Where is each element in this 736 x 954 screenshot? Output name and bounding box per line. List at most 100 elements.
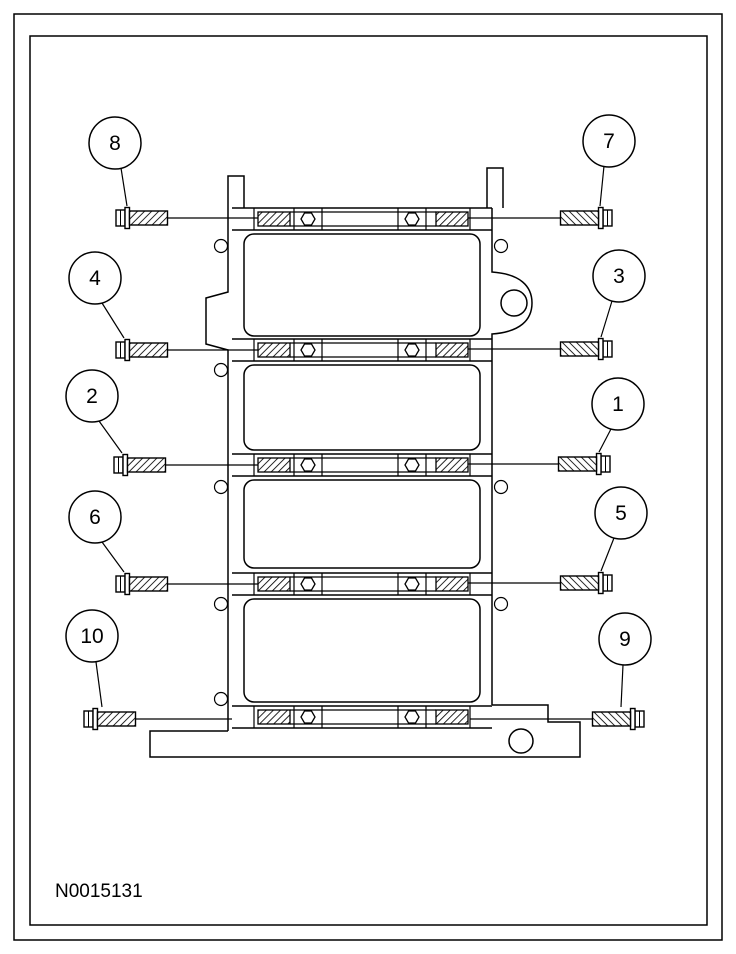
bolt-hole — [213, 691, 229, 707]
bolt-3 — [559, 337, 613, 361]
callout-leader — [598, 428, 612, 453]
callout-leader — [98, 420, 123, 454]
right-rail-edge — [491, 208, 533, 705]
outer-border — [13, 13, 723, 941]
bay-opening-3 — [243, 479, 481, 569]
callout-number: 4 — [89, 267, 101, 290]
hex-nut-icon — [404, 458, 420, 472]
inner-border — [29, 35, 708, 926]
figure-code: N0015131 — [55, 881, 143, 902]
hex-nut-icon — [300, 212, 316, 226]
callout-5: 5 — [594, 486, 648, 572]
callout-6: 6 — [68, 490, 125, 573]
callout-number: 2 — [86, 385, 98, 408]
callout-1: 1 — [591, 377, 645, 453]
callout-number: 8 — [109, 132, 121, 155]
callout-9: 9 — [598, 612, 652, 708]
hex-nut-icon — [404, 577, 420, 591]
callout-4: 4 — [68, 251, 125, 339]
callout-7: 7 — [582, 114, 636, 207]
hex-nut-icon — [300, 577, 316, 591]
callout-leader — [620, 664, 624, 708]
callout-circle — [592, 249, 646, 303]
callout-circle — [68, 251, 122, 305]
callout-number: 3 — [613, 265, 625, 288]
callout-leader — [101, 541, 125, 573]
bolt-hole — [213, 362, 229, 378]
cross-member-2 — [232, 338, 492, 362]
callout-circle — [598, 612, 652, 666]
callout-8: 8 — [88, 116, 142, 207]
bay-opening-4 — [243, 598, 481, 703]
bearing-hatch — [257, 576, 291, 592]
hex-nut-icon — [404, 710, 420, 724]
callout-3: 3 — [592, 249, 646, 338]
bay-opening-1 — [243, 233, 481, 337]
callout-number: 10 — [80, 625, 103, 648]
callout-circle — [591, 377, 645, 431]
bay-opening-2 — [243, 364, 481, 451]
callout-number: 9 — [619, 628, 631, 651]
callout-leader — [101, 302, 125, 339]
top-right-stub — [486, 167, 504, 208]
callout-leader — [600, 537, 615, 572]
bolt-hole — [213, 238, 229, 254]
callout-leader — [120, 167, 128, 207]
callout-circle — [68, 490, 122, 544]
left-rail-edge — [205, 208, 229, 731]
bearing-hatch — [435, 457, 469, 473]
bolt-hole — [213, 479, 229, 495]
bearing-hatch — [435, 576, 469, 592]
hex-nut-icon — [404, 212, 420, 226]
bolt-7 — [559, 206, 613, 230]
bolt-4 — [115, 338, 169, 362]
callout-circle — [65, 369, 119, 423]
bolt-hole — [213, 596, 229, 612]
callout-circle — [65, 609, 119, 663]
callouts: 8 7 4 3 2 1 6 — [65, 114, 652, 708]
bolt-hole — [493, 238, 509, 254]
bearing-hatch — [257, 342, 291, 358]
callout-number: 6 — [89, 506, 101, 529]
bolt-hole — [493, 479, 509, 495]
hex-nut-icon — [300, 343, 316, 357]
bearing-hatch — [257, 457, 291, 473]
bearing-hatch — [435, 342, 469, 358]
bolt-5 — [559, 571, 613, 595]
flange-hole — [508, 728, 534, 754]
callout-leader — [599, 165, 605, 207]
bearing-hatch — [257, 709, 291, 725]
engine-block — [149, 167, 581, 758]
callout-10: 10 — [65, 609, 119, 708]
callout-2: 2 — [65, 369, 123, 454]
callout-circle — [88, 116, 142, 170]
callout-circle — [582, 114, 636, 168]
bearing-hatch — [435, 709, 469, 725]
bolt-1 — [557, 452, 611, 476]
hex-nut-icon — [404, 343, 420, 357]
cross-member-3 — [232, 453, 492, 477]
callout-leader — [600, 300, 613, 338]
bottom-flange — [149, 704, 581, 758]
callout-number: 1 — [612, 393, 624, 416]
bolt-hole — [493, 596, 509, 612]
hex-nut-icon — [300, 458, 316, 472]
bolt-9 — [591, 707, 645, 731]
bolt-8 — [115, 206, 169, 230]
callout-number: 7 — [603, 130, 615, 153]
bolt-2 — [113, 453, 167, 477]
callout-leader — [95, 661, 103, 708]
bolts — [83, 206, 645, 731]
bolt-10 — [83, 707, 137, 731]
callout-circle — [594, 486, 648, 540]
boss-hole — [500, 289, 528, 317]
top-left-stub — [227, 175, 245, 208]
cross-member-4 — [232, 572, 492, 596]
bearing-hatch — [435, 211, 469, 227]
callout-number: 5 — [615, 502, 627, 525]
bearing-hatch — [257, 211, 291, 227]
hex-nut-icon — [300, 710, 316, 724]
cross-member-1 — [232, 207, 492, 231]
